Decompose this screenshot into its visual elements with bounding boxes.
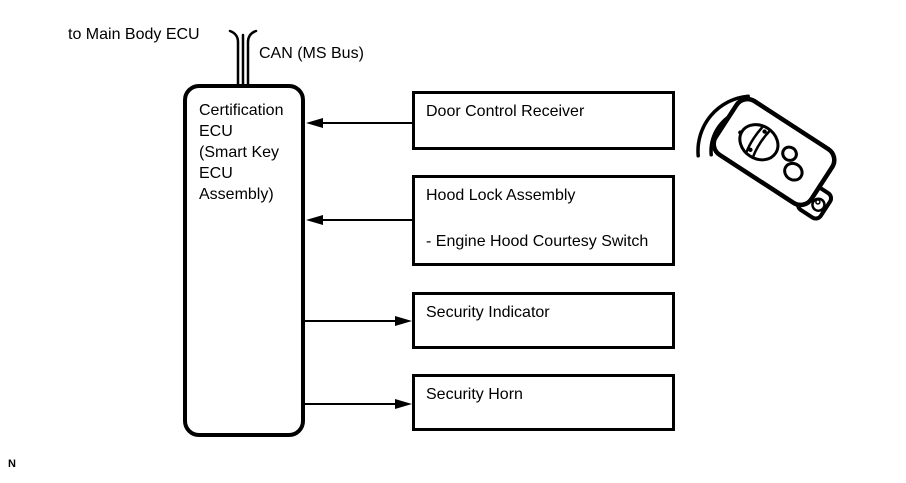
component-box-door-control-receiver: Door Control Receiver [412, 91, 675, 150]
component-box-security-indicator: Security Indicator [412, 292, 675, 349]
component-label-door-control-receiver: Door Control Receiver [426, 103, 585, 120]
component-label-security-indicator: Security Indicator [426, 304, 550, 321]
arrow-ecu-to-security-horn [305, 399, 412, 409]
figure-note: N [8, 458, 16, 470]
arrow-hood-lock-assembly-to-ecu [306, 215, 412, 225]
arrow-ecu-to-security-indicator [305, 316, 412, 326]
arrow-door-control-receiver-to-ecu [306, 118, 412, 128]
component-sublabel-engine-hood-courtesy-switch: - Engine Hood Courtesy Switch [426, 233, 649, 250]
label-to-main-body-ecu: to Main Body ECU [68, 26, 200, 43]
certification-ecu-box: Certification ECU (Smart Key ECU Assembl… [183, 84, 305, 437]
twisted-pair-wires-icon [228, 29, 258, 88]
component-box-hood-lock-assembly: Hood Lock Assembly - Engine Hood Courtes… [412, 175, 675, 266]
component-box-security-horn: Security Horn [412, 374, 675, 431]
label-can-ms-bus: CAN (MS Bus) [259, 45, 364, 62]
component-label-hood-lock-assembly: Hood Lock Assembly [426, 187, 576, 204]
certification-ecu-label: Certification ECU (Smart Key ECU Assembl… [199, 102, 284, 203]
smart-key-remote-icon [711, 96, 837, 221]
component-label-security-horn: Security Horn [426, 386, 523, 403]
